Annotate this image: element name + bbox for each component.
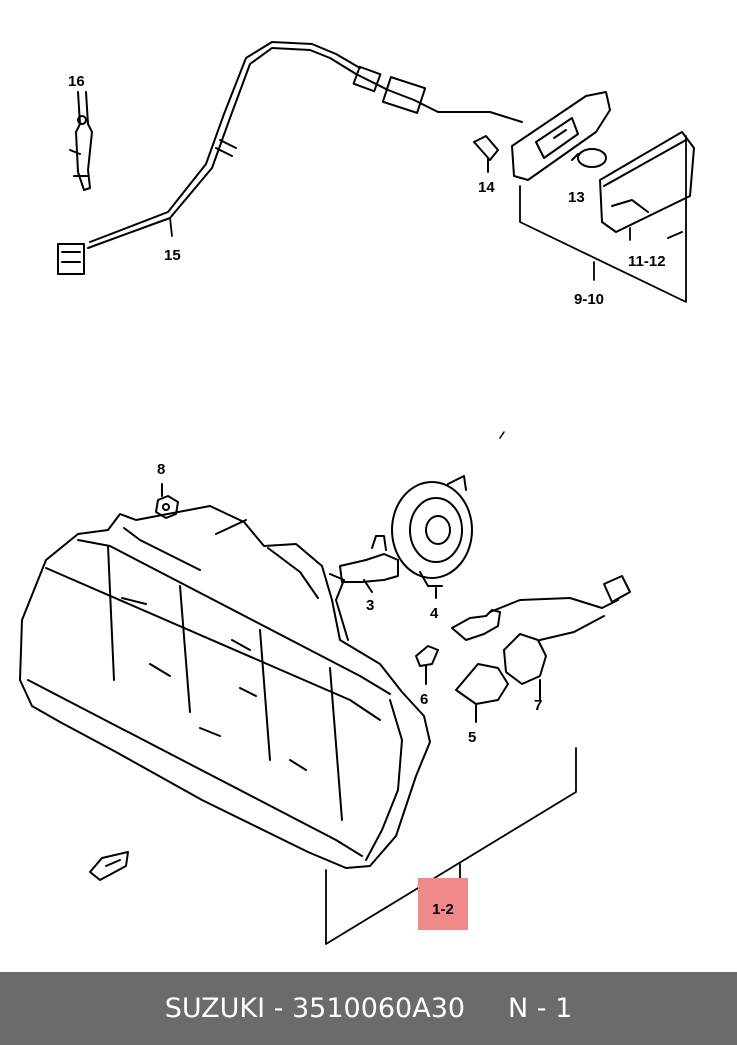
part-number: 3510060A30 [291, 993, 466, 1024]
part-8-nut-icon [155, 483, 179, 519]
part-1-2-headlamp-assembly-icon [19, 505, 431, 869]
callout-14: 14 [478, 179, 495, 196]
part-9-10-side-lamp-housing-icon [511, 91, 611, 181]
callout-5: 5 [468, 729, 476, 746]
callout-6: 6 [420, 691, 428, 708]
footer-caption: SUZUKI - 3510060A30 N - 1 [165, 993, 573, 1024]
parts-diagram-area: 16 15 14 13 11-12 9-10 8 3 4 6 7 5 1-2 [19, 41, 695, 945]
callout-1-2-highlight [418, 878, 468, 930]
callout-13: 13 [568, 189, 585, 206]
exploded-parts-diagram: 16 15 14 13 11-12 9-10 8 3 4 6 7 5 1-2 [19, 41, 695, 945]
callout-16: 16 [68, 73, 85, 90]
part-3-headlamp-bulb-icon [339, 535, 399, 593]
callout-11-12: 11-12 [628, 253, 666, 270]
gap [465, 993, 508, 1024]
footer-bar: SUZUKI - 3510060A30 N - 1 [0, 972, 737, 1045]
separator: - [265, 993, 292, 1024]
part-13-bulb-icon [571, 148, 607, 168]
callout-4: 4 [430, 605, 439, 622]
forward-arrow-icon [89, 851, 129, 881]
callout-7: 7 [534, 697, 542, 714]
diagram-position: N - 1 [507, 993, 573, 1024]
callout-15: 15 [164, 247, 181, 264]
callout-1-2: 1-2 [432, 901, 454, 918]
part-6-small-bulb-icon [415, 645, 439, 685]
callout-9-10: 9-10 [574, 291, 604, 308]
part-16-bracket-icon [69, 91, 93, 191]
callout-8: 8 [157, 461, 165, 478]
part-7-socket-wiring-icon [451, 575, 631, 701]
brand-name: SUZUKI [164, 993, 266, 1024]
part-15-wire-harness-icon [57, 41, 523, 275]
part-14-bulb-icon [473, 135, 499, 173]
part-5-turn-bulb-icon [455, 663, 509, 723]
callout-3: 3 [366, 597, 374, 614]
part-4-reflector-cover-icon [391, 475, 473, 599]
part-11-12-lens-icon [599, 131, 695, 239]
